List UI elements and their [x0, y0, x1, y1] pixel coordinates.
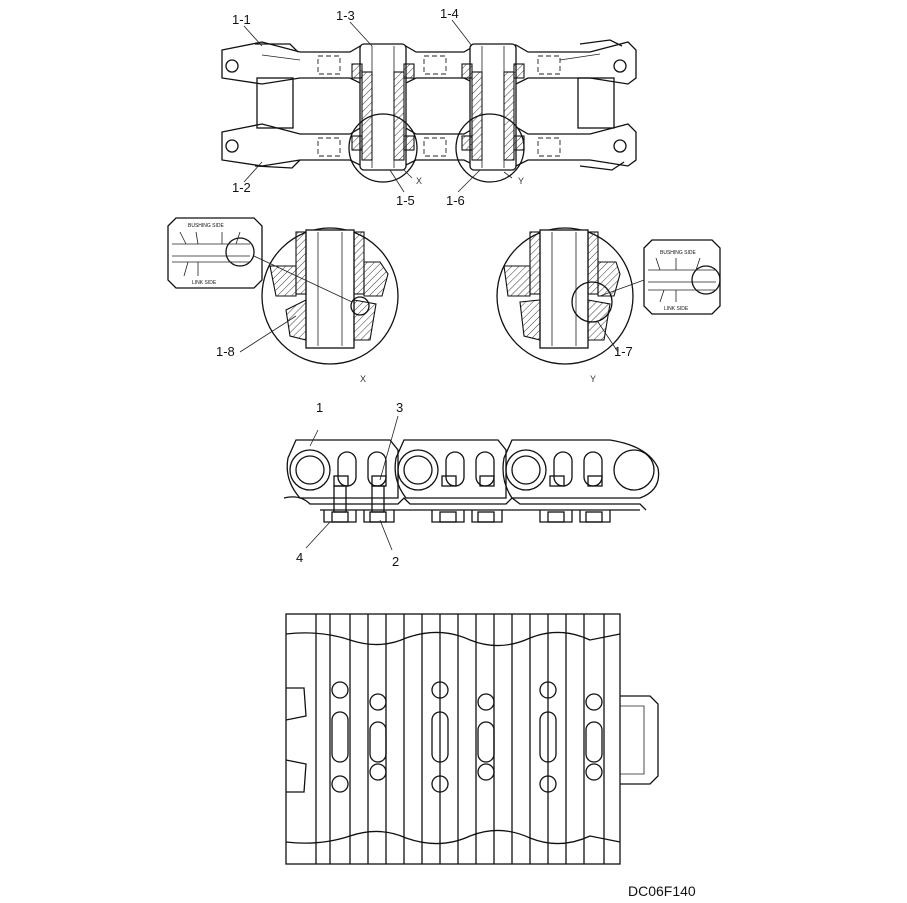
track-side-view	[283, 415, 660, 551]
view-label-y: Y	[590, 374, 596, 384]
detail-circle-x	[348, 113, 418, 183]
pin-1-4	[461, 43, 525, 171]
label-1-1: 1-1	[232, 12, 251, 27]
label-1-6: 1-6	[446, 193, 465, 208]
label-part-4: 4	[296, 550, 303, 565]
label-1-4: 1-4	[440, 6, 459, 21]
label-part-2: 2	[392, 554, 399, 569]
detail-view-x	[261, 227, 399, 365]
label-1-8: 1-8	[216, 344, 235, 359]
svg-text:LINK SIDE: LINK SIDE	[664, 306, 689, 312]
label-part-1: 1	[316, 400, 323, 415]
view-label-x: X	[360, 374, 366, 384]
callout-link-seal-left: BUSHING SIDE LINK SIDE	[167, 217, 353, 303]
pin-1-3	[351, 43, 415, 171]
chain-link-assembly	[221, 39, 637, 183]
marker-x: X	[416, 176, 422, 186]
detail-circle-y	[455, 113, 525, 183]
label-1-2: 1-2	[232, 180, 251, 195]
label-1-3: 1-3	[336, 8, 355, 23]
svg-text:BUSHING SIDE: BUSHING SIDE	[188, 223, 225, 229]
svg-text:LINK SIDE: LINK SIDE	[192, 280, 217, 286]
top-leaders	[243, 19, 513, 193]
label-part-3: 3	[396, 400, 403, 415]
callout-link-seal-right: BUSHING SIDE LINK SIDE	[599, 239, 721, 315]
label-1-5: 1-5	[396, 193, 415, 208]
marker-y: Y	[518, 176, 524, 186]
detail-view-y	[496, 227, 634, 365]
drawing-code: DC06F140	[628, 883, 696, 899]
svg-text:BUSHING SIDE: BUSHING SIDE	[660, 250, 697, 256]
lower-link-row	[221, 123, 637, 171]
label-1-7: 1-7	[614, 344, 633, 359]
track-shoe-plan-view	[285, 613, 659, 865]
